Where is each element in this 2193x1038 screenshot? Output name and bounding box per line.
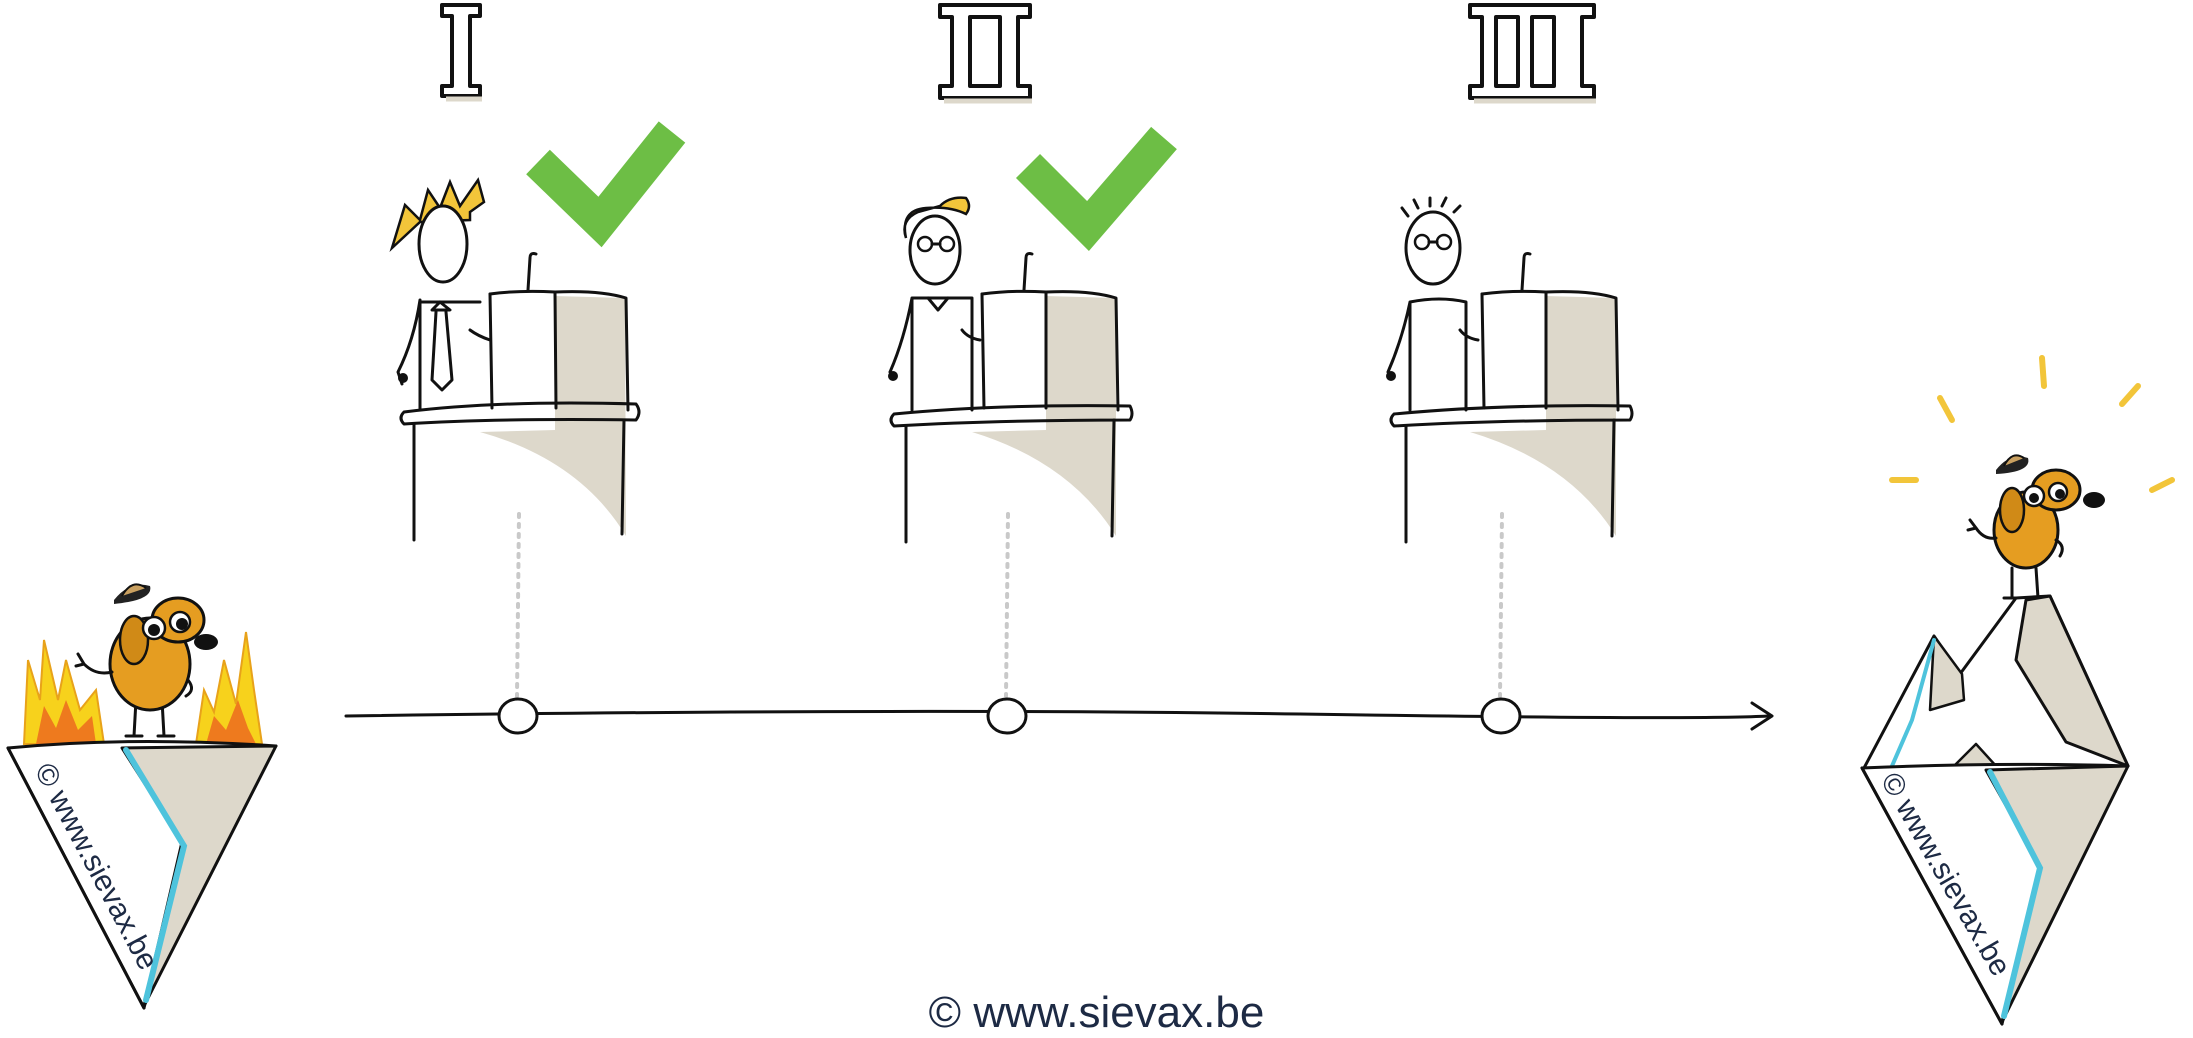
timeline-node-2 [988, 699, 1026, 733]
roman-numeral-2 [940, 5, 1032, 101]
sparkle-lines [1892, 358, 2172, 490]
lectern-icon [401, 254, 639, 541]
check-icon [1028, 138, 1164, 226]
presenter-1 [392, 180, 490, 410]
dog-icon [1968, 455, 2105, 598]
start-island: © www.sievax.be [8, 584, 276, 1008]
lectern-icon [1391, 254, 1632, 543]
roman-numeral-1 [442, 5, 482, 99]
stage-3 [1386, 5, 1632, 733]
stage-1 [392, 5, 672, 733]
timeline-node-3 [1482, 699, 1520, 733]
footer-credit: © www.sievax.be [0, 988, 2193, 1038]
roman-numeral-3 [1470, 5, 1596, 101]
timeline-axis [346, 703, 1772, 729]
timeline-node-1 [499, 699, 537, 733]
presenter-2 [888, 198, 980, 410]
end-island: © www.sievax.be [1862, 358, 2172, 1024]
check-icon [538, 132, 672, 222]
presenter-3 [1386, 198, 1478, 410]
stage-2 [888, 5, 1164, 733]
